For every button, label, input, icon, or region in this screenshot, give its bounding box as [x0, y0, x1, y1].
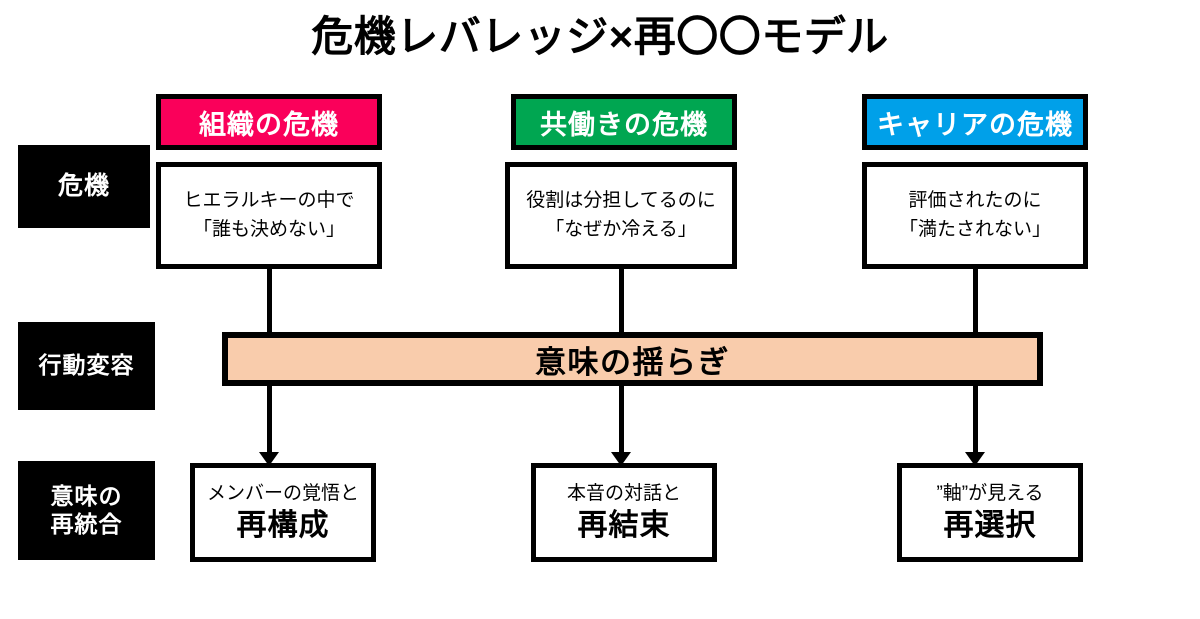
outcome-career-main: 再選択: [943, 508, 1037, 542]
column-header-organization[interactable]: 組織の危機: [156, 94, 382, 150]
connector-bar-to-outcome-dual-income: [619, 386, 624, 457]
outcome-box-organization[interactable]: メンバーの覚悟と 再構成: [190, 463, 376, 562]
connector-bar-to-outcome-organization: [267, 386, 272, 457]
arrowhead-outcome-organization: [259, 452, 279, 466]
outcome-dual-income-sub: 本音の対話と: [566, 483, 681, 505]
outcome-box-career[interactable]: ”軸”が見える 再選択: [897, 463, 1083, 562]
outcome-organization-sub: メンバーの覚悟と: [206, 483, 359, 505]
connector-organization-to-bar: [267, 269, 272, 333]
row-label-crisis-line1: 危機: [57, 171, 110, 200]
outcome-dual-income-main: 再結束: [577, 508, 671, 542]
connector-bar-to-outcome-career: [973, 386, 978, 457]
crisis-box-career[interactable]: 評価されたのに 「満たされない」: [862, 162, 1088, 269]
page-title: 危機レバレッジ×再〇〇モデル: [311, 13, 889, 60]
crisis-career-line1: 評価されたのに: [908, 190, 1042, 211]
arrowhead-outcome-career: [965, 452, 985, 466]
center-bar-meaning-fluctuation[interactable]: 意味の揺らぎ: [222, 332, 1043, 386]
outcome-box-dual-income[interactable]: 本音の対話と 再結束: [531, 463, 717, 562]
crisis-career-line2: 「満たされない」: [898, 218, 1051, 240]
crisis-dual-income-line2: 「なぜか冷える」: [545, 218, 697, 240]
connector-career-to-bar: [973, 269, 978, 333]
crisis-organization-line1: ヒエラルキーの中で: [183, 190, 355, 211]
row-label-crisis: 危機: [18, 145, 150, 228]
arrowhead-outcome-dual-income: [611, 452, 631, 466]
row-label-meaning-line2: 再統合: [50, 510, 123, 537]
crisis-organization-line2: 「誰も決めない」: [192, 218, 345, 240]
crisis-dual-income-line1: 役割は分担してるのに: [526, 190, 716, 211]
row-label-behavior-change: 行動変容: [18, 322, 155, 410]
crisis-box-organization[interactable]: ヒエラルキーの中で 「誰も決めない」: [156, 162, 382, 269]
column-header-career[interactable]: キャリアの危機: [862, 94, 1088, 150]
outcome-career-sub: ”軸”が見える: [936, 483, 1044, 505]
crisis-box-dual-income[interactable]: 役割は分担してるのに 「なぜか冷える」: [505, 162, 737, 269]
outcome-organization-main: 再構成: [236, 508, 330, 542]
row-label-meaning-line1: 意味の: [50, 483, 123, 510]
row-label-meaning-reintegration: 意味の 再統合: [18, 461, 155, 560]
row-label-behavior-change-line1: 行動変容: [38, 352, 135, 379]
column-header-dual-income[interactable]: 共働きの危機: [511, 94, 737, 150]
connector-dual-income-to-bar: [619, 269, 624, 333]
